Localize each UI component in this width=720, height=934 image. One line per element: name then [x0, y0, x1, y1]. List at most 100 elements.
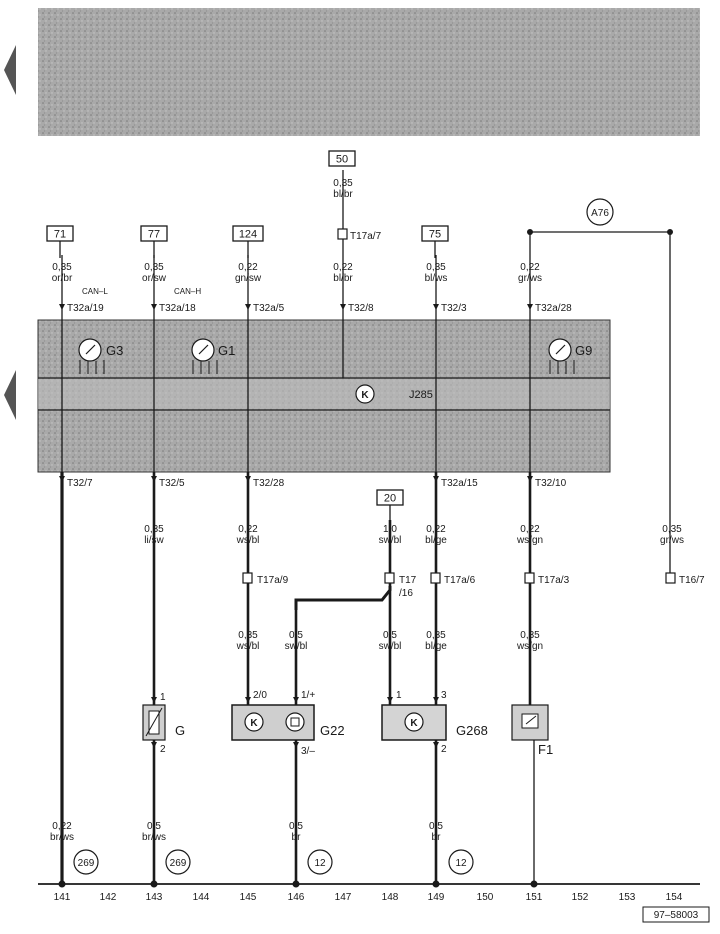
- svg-text:0,35: 0,35: [662, 524, 682, 535]
- svg-text:G9: G9: [575, 343, 592, 358]
- svg-text:T32a/5: T32a/5: [253, 303, 285, 314]
- figure-code: 97–58003: [642, 906, 710, 923]
- gauge-g1: G1: [191, 338, 235, 374]
- svg-text:T32/10: T32/10: [535, 478, 567, 489]
- svg-text:75: 75: [429, 229, 441, 241]
- svg-text:0,5: 0,5: [147, 821, 161, 832]
- svg-text:0,35: 0,35: [426, 262, 446, 273]
- terminal-124: 124: [232, 225, 264, 258]
- svg-text:1,0: 1,0: [383, 524, 397, 535]
- terminal-77: 77: [140, 225, 168, 258]
- svg-text:0,5: 0,5: [289, 630, 303, 641]
- svg-text:CAN–L: CAN–L: [82, 287, 108, 296]
- svg-text:G22: G22: [320, 723, 345, 738]
- svg-text:77: 77: [148, 229, 160, 241]
- mid-wire-labels: 0,35 li/sw 0,22 ws/bl T17a/9 0,35 ws/bl …: [144, 524, 705, 652]
- svg-text:T32/7: T32/7: [67, 478, 93, 489]
- svg-text:T32a/18: T32a/18: [159, 303, 196, 314]
- svg-text:0,35: 0,35: [426, 630, 446, 641]
- svg-text:151: 151: [526, 892, 543, 903]
- svg-text:G3: G3: [106, 343, 123, 358]
- svg-text:154: 154: [666, 892, 683, 903]
- top-pin-arrows: [59, 304, 533, 310]
- svg-text:T17a/6: T17a/6: [444, 575, 476, 586]
- svg-text:sw/bl: sw/bl: [379, 535, 402, 546]
- svg-text:ws/gn: ws/gn: [516, 535, 543, 546]
- svg-text:T32a/15: T32a/15: [441, 478, 478, 489]
- svg-text:0,22: 0,22: [238, 524, 258, 535]
- svg-text:0,22: 0,22: [333, 262, 353, 273]
- edge-marker-mid: [4, 370, 16, 420]
- svg-text:269: 269: [78, 858, 95, 869]
- svg-text:150: 150: [477, 892, 494, 903]
- bottom-pin-labels: T32/7 T32/5 T32/28 T32a/15 T32/10: [67, 478, 567, 489]
- svg-text:147: 147: [335, 892, 352, 903]
- svg-text:145: 145: [240, 892, 257, 903]
- svg-text:G1: G1: [218, 343, 235, 358]
- svg-text:T17a/3: T17a/3: [538, 575, 570, 586]
- svg-text:0,22: 0,22: [520, 262, 540, 273]
- svg-text:bl/br: bl/br: [333, 189, 353, 200]
- svg-text:153: 153: [619, 892, 636, 903]
- svg-text:T32a/28: T32a/28: [535, 303, 572, 314]
- svg-text:sw/bl: sw/bl: [285, 641, 308, 652]
- svg-text:li/sw: li/sw: [144, 535, 164, 546]
- svg-text:bl/ge: bl/ge: [425, 535, 447, 546]
- svg-text:CAN–H: CAN–H: [174, 287, 201, 296]
- svg-text:K: K: [250, 718, 258, 729]
- svg-text:gr/ws: gr/ws: [660, 535, 684, 546]
- terminal-71: 71: [46, 225, 74, 258]
- svg-text:144: 144: [193, 892, 210, 903]
- svg-text:124: 124: [239, 229, 257, 241]
- svg-text:br/ws: br/ws: [50, 832, 74, 843]
- header-strip: [38, 8, 700, 136]
- svg-text:G: G: [175, 723, 185, 738]
- svg-text:20: 20: [384, 493, 396, 505]
- svg-text:br: br: [432, 832, 442, 843]
- svg-text:1/+: 1/+: [301, 690, 315, 701]
- svg-text:0,35: 0,35: [333, 178, 353, 189]
- svg-text:0,35: 0,35: [52, 262, 72, 273]
- edge-marker-top: [4, 45, 16, 95]
- svg-text:269: 269: [170, 858, 187, 869]
- svg-text:bl/ws: bl/ws: [425, 273, 448, 284]
- svg-text:0,5: 0,5: [383, 630, 397, 641]
- svg-text:ws/bl: ws/bl: [236, 641, 260, 652]
- svg-text:/16: /16: [399, 588, 413, 599]
- component-g268: K 1 3 2 G268: [381, 690, 488, 755]
- svg-text:0,22: 0,22: [52, 821, 72, 832]
- svg-text:12: 12: [314, 858, 326, 869]
- svg-text:T17: T17: [399, 575, 417, 586]
- svg-text:or/br: or/br: [52, 273, 73, 284]
- terminal-75: 75: [421, 225, 449, 258]
- svg-text:K: K: [410, 718, 418, 729]
- svg-text:141: 141: [54, 892, 71, 903]
- svg-text:A76: A76: [591, 208, 609, 219]
- svg-text:ws/gn: ws/gn: [516, 641, 543, 652]
- component-g: 1 2 G: [142, 692, 185, 755]
- svg-text:2/0: 2/0: [253, 690, 267, 701]
- cu-band: [38, 379, 610, 409]
- svg-text:12: 12: [455, 858, 467, 869]
- top-wire-labels: 0,35 or/br CAN–L T32a/19 0,35 or/sw CAN–…: [52, 262, 572, 314]
- svg-text:T32/3: T32/3: [441, 303, 467, 314]
- ref-a76: A76: [527, 198, 673, 575]
- axis-numbers: 141 142 143 144 145 146 147 148 149 150 …: [54, 892, 683, 903]
- gauge-g3: G3: [78, 338, 123, 374]
- wire-50: 0,35 bl/br T17a/7: [333, 178, 381, 242]
- svg-text:0,22: 0,22: [426, 524, 446, 535]
- svg-text:3/–: 3/–: [301, 746, 315, 757]
- svg-text:0,35: 0,35: [144, 524, 164, 535]
- svg-text:0,35: 0,35: [238, 630, 258, 641]
- gauge-g9: G9: [548, 338, 592, 374]
- svg-text:1: 1: [396, 690, 402, 701]
- svg-text:T32/28: T32/28: [253, 478, 285, 489]
- terminal-50: 50: [328, 150, 356, 167]
- svg-text:0,22: 0,22: [520, 524, 540, 535]
- svg-text:0,5: 0,5: [429, 821, 443, 832]
- svg-text:149: 149: [428, 892, 445, 903]
- svg-text:T17a/9: T17a/9: [257, 575, 289, 586]
- svg-text:1: 1: [160, 692, 166, 703]
- svg-text:T32a/19: T32a/19: [67, 303, 104, 314]
- svg-text:2: 2: [160, 744, 166, 755]
